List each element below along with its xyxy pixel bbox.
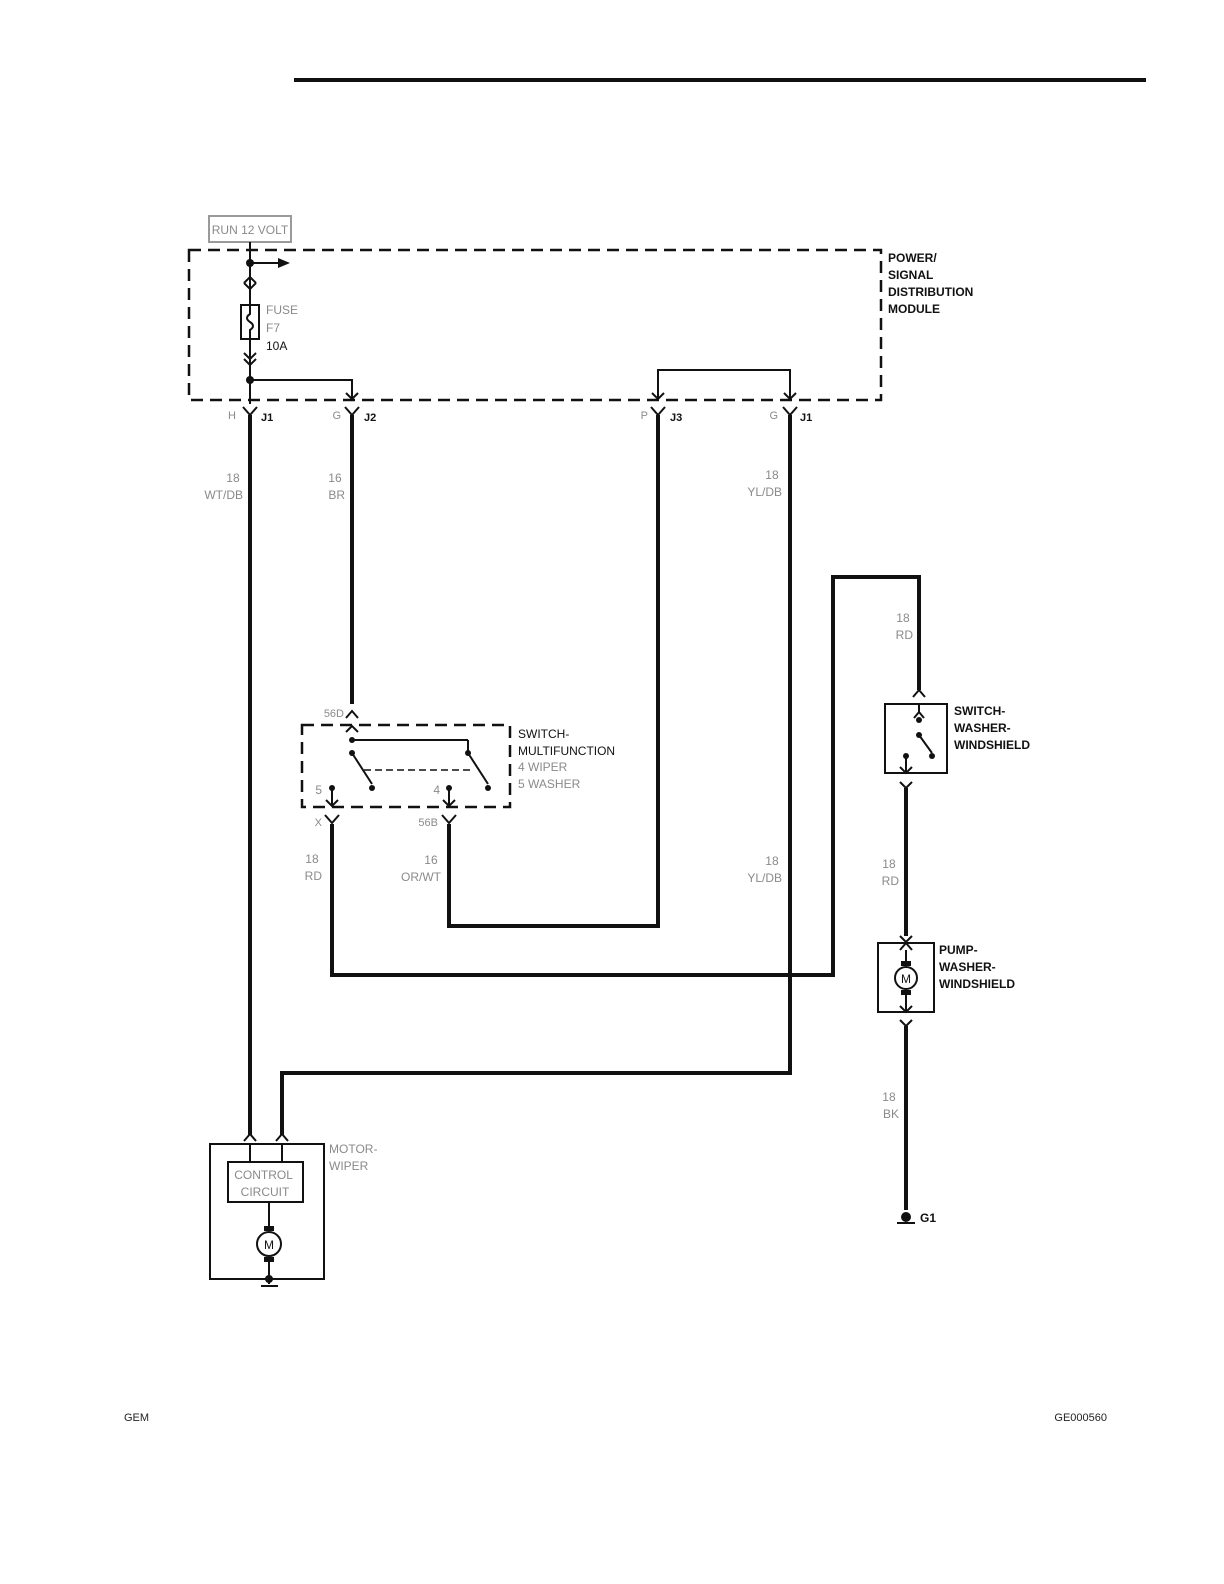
ground-g1: G1 xyxy=(897,1211,936,1225)
switch-multifunction: 56D 5 4 X 56B SWITCH- MULTIFUNCTION 4 WI… xyxy=(302,708,615,829)
pump-label-line1: PUMP- xyxy=(939,943,978,957)
svg-text:SWITCH- MULTIFUNCTION: SWITCH- MULTIFUNCTION xyxy=(518,727,615,758)
sw-mf-pin-56d: 56D xyxy=(324,708,344,720)
pump-label-line3: WINDSHIELD xyxy=(939,977,1015,991)
wire1-color: WT/DB xyxy=(204,488,243,502)
wire6-color: OR/WT xyxy=(401,870,442,884)
sw-mf-pin-x: X xyxy=(315,817,323,829)
svg-text:4 WIPER 5 WASHER: 4 WIPER 5 WASHER xyxy=(518,760,581,791)
pdm-internal-wiring: FUSE F7 10A xyxy=(241,242,796,404)
wire3-gauge: 18 xyxy=(765,468,779,482)
sw-mf-pin-56b: 56B xyxy=(418,817,438,829)
pdm-label-line1: POWER/ xyxy=(888,251,937,265)
pdm-pin-g-j1: G xyxy=(769,410,778,422)
switch-washer-windshield: SWITCH- WASHER- WINDSHIELD xyxy=(885,690,1030,788)
pdm-conn-j1-left: J1 xyxy=(261,412,273,424)
svg-text:FUSE F7: FUSE F7 xyxy=(266,303,301,335)
sw-washer-label-line3: WINDSHIELD xyxy=(954,738,1030,752)
pdm-label-line4: MODULE xyxy=(888,302,940,316)
sw-mf-label-line1: SWITCH- xyxy=(518,727,569,741)
motor-label-line2: WIPER xyxy=(329,1159,369,1173)
svg-text:16 OR/WT: 16 OR/WT xyxy=(401,853,442,884)
power-source: RUN 12 VOLT xyxy=(209,216,291,242)
wire2-color: BR xyxy=(328,488,345,502)
wire-or-wt xyxy=(449,415,658,926)
wire8-color: RD xyxy=(882,874,900,888)
wire7-color: YL/DB xyxy=(747,871,782,885)
svg-text:PUMP- WASHER- WIND: PUMP- WASHER- WINDSHIELD xyxy=(939,943,1015,991)
svg-text:18 RD: 18 RD xyxy=(882,857,900,888)
svg-text:POWER/ SIGNAL DIST: POWER/ SIGNAL DISTRIBUTION MODULE xyxy=(888,251,977,316)
wire4-color: RD xyxy=(896,628,914,642)
wire1-gauge: 18 xyxy=(226,471,240,485)
svg-text:SWITCH- WASHER- WI: SWITCH- WASHER- WINDSHIELD xyxy=(954,704,1030,752)
sw-mf-sub-line2: 5 WASHER xyxy=(518,777,581,791)
wire2-gauge: 16 xyxy=(328,471,342,485)
pump-motor-symbol: M xyxy=(901,972,911,986)
sw-washer-label-line2: WASHER- xyxy=(954,721,1011,735)
ground-label: G1 xyxy=(920,1211,936,1225)
pdm-conn-j3: J3 xyxy=(670,412,682,424)
sw-mf-terminal-5: 5 xyxy=(315,783,322,797)
pdm-label-line3: DISTRIBUTION xyxy=(888,285,973,299)
motor-wiper: CONTROL CIRCUIT M MOTOR- WIPER xyxy=(210,1134,381,1286)
power-source-label: RUN 12 VOLT xyxy=(212,223,289,237)
fuse-rating: 10A xyxy=(266,339,287,353)
sw-mf-sub-line1: 4 WIPER xyxy=(518,760,568,774)
svg-text:18 YL/DB: 18 YL/DB xyxy=(747,468,782,499)
svg-text:MOTOR- WIPER: MOTOR- WIPER xyxy=(329,1142,381,1173)
wires xyxy=(250,415,919,1210)
motor-control-line2: CIRCUIT xyxy=(241,1185,290,1199)
svg-text:18 RD: 18 RD xyxy=(305,852,323,883)
pdm-connector-p-j3: P J3 xyxy=(641,407,683,424)
wire-rd-switch xyxy=(332,577,919,975)
svg-text:18 WT/DB: 18 WT/DB xyxy=(204,471,243,502)
pump-label-line2: WASHER- xyxy=(939,960,996,974)
pdm-pin-g-j2: G xyxy=(332,410,341,422)
sw-mf-label-line2: MULTIFUNCTION xyxy=(518,744,615,758)
fuse-id: F7 xyxy=(266,321,280,335)
motor-label-line1: MOTOR- xyxy=(329,1142,377,1156)
wiper-motor-symbol: M xyxy=(264,1238,274,1252)
wire5-color: RD xyxy=(305,869,323,883)
svg-text:18 RD: 18 RD xyxy=(896,611,914,642)
fuse-label: FUSE xyxy=(266,303,298,317)
sw-mf-terminal-4: 4 xyxy=(433,783,440,797)
pdm-connector-g-j2: G J2 xyxy=(332,407,376,424)
pdm-pin-p: P xyxy=(641,410,648,422)
wire9-color: BK xyxy=(883,1107,899,1121)
pdm-pin-h: H xyxy=(228,410,236,422)
wire-labels: 18 WT/DB 16 BR 18 YL/DB 18 RD 18 RD 16 O… xyxy=(204,468,913,1121)
wire4-gauge: 18 xyxy=(896,611,910,625)
pdm-module: POWER/ SIGNAL DISTRIBUTION MODULE xyxy=(189,250,977,400)
svg-text:18 BK: 18 BK xyxy=(882,1090,899,1121)
svg-text:16 BR: 16 BR xyxy=(328,471,345,502)
wire7-gauge: 18 xyxy=(765,854,779,868)
wire3-color: YL/DB xyxy=(747,485,782,499)
wire9-gauge: 18 xyxy=(882,1090,896,1104)
pump-washer-windshield: M PUMP- WASHER- WINDSHIELD xyxy=(878,936,1015,1026)
footer-left-code: GEM xyxy=(124,1412,149,1424)
wire6-gauge: 16 xyxy=(424,853,438,867)
pdm-label-line2: SIGNAL xyxy=(888,268,933,282)
svg-text:18 YL/DB: 18 YL/DB xyxy=(747,854,782,885)
footer-right-code: GE000560 xyxy=(1054,1412,1107,1424)
sw-washer-label-line1: SWITCH- xyxy=(954,704,1005,718)
pdm-conn-j1-right: J1 xyxy=(800,412,812,424)
motor-control-line1: CONTROL xyxy=(234,1168,293,1182)
pdm-conn-j2: J2 xyxy=(364,412,376,424)
wire5-gauge: 18 xyxy=(305,852,319,866)
wire-yl-db xyxy=(282,415,790,1135)
wire8-gauge: 18 xyxy=(882,857,896,871)
